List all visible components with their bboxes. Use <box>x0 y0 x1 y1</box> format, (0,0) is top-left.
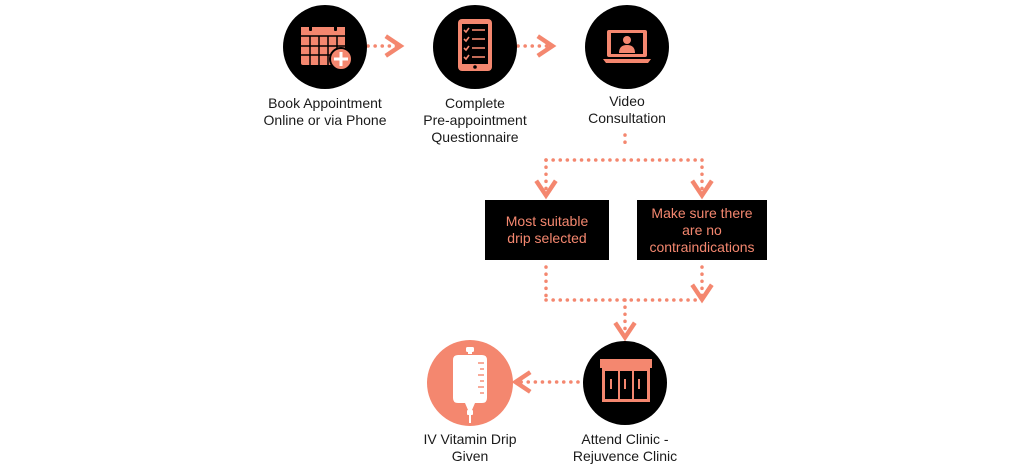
step-label-line: Online or via Phone <box>263 112 387 128</box>
clinic-storefront-icon <box>600 359 652 402</box>
step-video-consultation <box>585 5 669 89</box>
step-label-book-appointment: Book Appointment Online or via Phone <box>235 95 415 129</box>
step-label-line: Given <box>451 448 489 464</box>
connectors <box>366 34 714 394</box>
step-iv-drip <box>427 340 513 426</box>
box-line: are no <box>682 221 722 238</box>
step-label-line: Attend Clinic - <box>581 431 669 447</box>
box-line: contraindications <box>649 238 755 255</box>
step-label-line: Video <box>609 93 645 109</box>
step-label-line: Book Appointment <box>268 95 382 111</box>
step-label-line: Questionnaire <box>431 129 519 145</box>
step-book-appointment <box>283 5 367 89</box>
step-label-line: Pre-appointment <box>423 112 527 128</box>
box-line: Make sure there <box>651 204 753 221</box>
checklist-tablet-icon <box>458 19 492 71</box>
step-label-line: Consultation <box>588 110 666 126</box>
box-line: Most suitable <box>505 213 589 229</box>
step-questionnaire <box>433 5 517 89</box>
step-label-questionnaire: Complete Pre-appointment Questionnaire <box>385 95 565 146</box>
step-attend-clinic <box>583 341 667 425</box>
step-label-attend-clinic: Attend Clinic - Rejuvence Clinic <box>535 431 715 465</box>
video-laptop-icon <box>603 30 651 63</box>
box-drip-selected: Most suitable drip selected <box>485 200 609 260</box>
step-label-line: IV Vitamin Drip <box>423 431 517 447</box>
iv-drip-bag-icon <box>453 347 487 423</box>
step-label-line: Rejuvence Clinic <box>572 448 678 464</box>
calendar-add-icon <box>301 22 353 71</box>
box-contraindications: Make sure there are no contraindications <box>637 200 767 260</box>
step-label-video-consultation: Video Consultation <box>537 93 717 127</box>
box-line: drip selected <box>507 230 587 246</box>
step-label-line: Complete <box>445 95 505 111</box>
step-label-iv-drip: IV Vitamin Drip Given <box>380 431 560 465</box>
